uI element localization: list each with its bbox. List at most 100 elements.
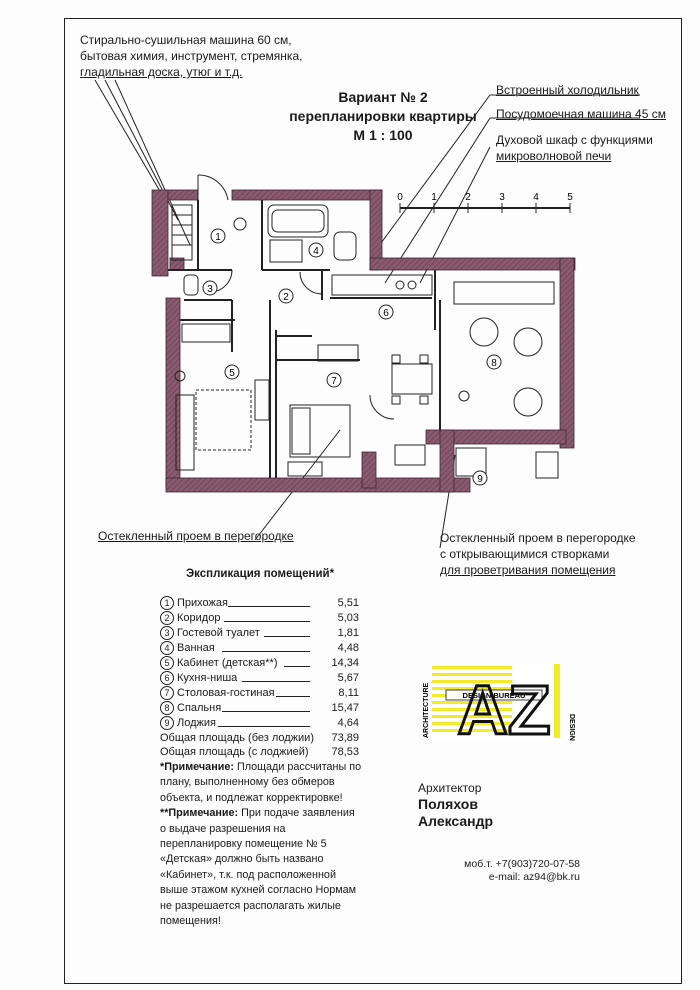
bathtub-inner bbox=[271, 209, 325, 233]
room-marker bbox=[472, 470, 488, 486]
lamp bbox=[458, 390, 470, 402]
remark-line: «Кабинет», т.к. под расположенной bbox=[160, 868, 365, 883]
sofa bbox=[175, 394, 195, 471]
room-number: 4 bbox=[313, 246, 319, 257]
chair bbox=[391, 354, 401, 364]
row-area: 8,11 bbox=[338, 687, 359, 699]
row-area: 5,51 bbox=[337, 597, 359, 609]
wall bbox=[439, 429, 455, 493]
explication-row: 2 Коридор 5,03 bbox=[160, 611, 365, 625]
remarks: *Примечание: Площади рассчитаны по плану… bbox=[160, 760, 365, 929]
plan-title-line: Вариант № 2 bbox=[338, 89, 428, 105]
architect-role: Архитектор bbox=[418, 781, 482, 795]
dining-table bbox=[391, 363, 433, 395]
remark-line: **Примечание: При подаче заявления bbox=[160, 806, 365, 821]
row-area: 5,03 bbox=[337, 612, 359, 624]
row-name: Кухня-ниша bbox=[177, 672, 238, 684]
explication-row: 1 Прихожая 5,51 bbox=[160, 596, 365, 610]
coffee-table bbox=[469, 317, 499, 347]
remark-line: о выдаче разрешения на bbox=[160, 822, 365, 837]
explication-row: 6 Кухня-ниша 5,67 bbox=[160, 671, 365, 685]
chair bbox=[419, 354, 429, 364]
explication-row: 4 Ванная 4,48 bbox=[160, 641, 365, 655]
scale-label: 0 bbox=[397, 192, 403, 203]
row-name: Столовая-гостиная bbox=[177, 687, 275, 699]
pillows bbox=[291, 407, 311, 455]
scale-bar: 0 1 2 3 4 5 bbox=[397, 192, 573, 213]
total-label: Общая площадь (с лоджией) bbox=[160, 746, 309, 758]
remark-line: плану, выполненному без обмеров bbox=[160, 775, 365, 790]
row-number: 6 bbox=[160, 671, 174, 685]
room-number: 9 bbox=[477, 474, 483, 485]
logo-letters: AZ bbox=[457, 671, 550, 742]
hob-ring bbox=[407, 280, 417, 290]
logo-banner bbox=[445, 689, 543, 701]
remark-line: *Примечание: Площади рассчитаны по bbox=[160, 760, 365, 775]
cabinet bbox=[181, 323, 231, 343]
email: e-mail: az94@bk.ru bbox=[488, 871, 580, 883]
remark-line: не разрешается располагать жилые bbox=[160, 899, 365, 914]
remark-line: перепланировку помещение № 5 bbox=[160, 837, 365, 852]
sofa bbox=[453, 281, 555, 305]
row-number: 1 bbox=[160, 596, 174, 610]
row-name: Кабинет (детская**) bbox=[177, 657, 278, 669]
leader-line bbox=[369, 94, 491, 259]
wall bbox=[559, 257, 575, 449]
remark-text: При подаче заявления bbox=[238, 807, 355, 820]
remark-text: Площади рассчитаны по bbox=[233, 761, 362, 773]
scale-label: 2 bbox=[465, 192, 471, 203]
wall bbox=[369, 257, 576, 271]
row-underline bbox=[284, 666, 310, 667]
row-number: 9 bbox=[160, 716, 174, 730]
remark-text: о выдаче разрешения на bbox=[160, 822, 286, 835]
scale-label: 4 bbox=[533, 192, 539, 203]
bench bbox=[287, 461, 323, 477]
remark-text: объекта, и подлежат корректировке! bbox=[160, 791, 343, 804]
room-number: 3 bbox=[207, 284, 213, 295]
explication-row: 9 Лоджия 4,64 bbox=[160, 716, 365, 730]
side-table bbox=[394, 444, 426, 466]
architect-name-line: Поляхов bbox=[418, 796, 478, 812]
wall bbox=[361, 451, 377, 489]
remark-text: не разрешается располагать жилые bbox=[160, 899, 341, 912]
total-area: 78,53 bbox=[331, 746, 359, 758]
plan-title-line: М 1 : 100 bbox=[353, 127, 413, 143]
room-number: 8 bbox=[491, 358, 497, 369]
row-underline bbox=[222, 651, 310, 652]
armchair bbox=[513, 327, 543, 357]
row-underline bbox=[224, 621, 310, 622]
room-marker bbox=[224, 364, 240, 380]
remark-line: «Детская» должно быть названо bbox=[160, 852, 365, 867]
washer-note: Стирально-сушильная машина 60 см, бытова… bbox=[80, 32, 302, 80]
row-area: 14,34 bbox=[331, 657, 359, 669]
row-number: 7 bbox=[160, 686, 174, 700]
wardrobe bbox=[317, 344, 359, 362]
chair bbox=[419, 395, 429, 405]
wall bbox=[231, 189, 383, 201]
closet bbox=[171, 204, 193, 261]
explication-row: 7 Столовая-гостиная 8,11 bbox=[160, 686, 365, 700]
kitchen-counter bbox=[331, 274, 433, 296]
contacts: моб.т. +7(903)720-07-58 e-mail: az94@bk.… bbox=[448, 858, 580, 884]
row-name: Спальня bbox=[177, 702, 222, 714]
explication-row: 5 Кабинет (детская**) 14,34 bbox=[160, 656, 365, 670]
washbasin bbox=[269, 239, 303, 263]
room-number: 1 bbox=[215, 232, 221, 243]
remark-text: «Детская» должно быть названо bbox=[160, 853, 324, 866]
remark-text: выше этажом кухней согласно Нормам bbox=[160, 884, 357, 897]
row-number: 3 bbox=[160, 626, 174, 640]
desk bbox=[254, 379, 270, 421]
armchair bbox=[513, 387, 543, 417]
row-underline bbox=[222, 711, 310, 712]
leader-line bbox=[384, 117, 491, 284]
door-swing bbox=[369, 394, 395, 420]
remark-text: «Кабинет», т.к. под расположенной bbox=[160, 868, 336, 881]
room-marker bbox=[326, 372, 342, 388]
glass-partition-vent-note: Остекленный проем в перегородке с открыв… bbox=[440, 530, 636, 578]
entry-door-swing bbox=[197, 174, 229, 201]
washer-note-line: гладильная доска, утюг и т.д. bbox=[80, 65, 243, 79]
fridge-note: Встроенный холодильник bbox=[496, 83, 639, 97]
row-number: 4 bbox=[160, 641, 174, 655]
plan-title-line: перепланировки квартиры bbox=[289, 108, 477, 124]
total-without-loggia: Общая площадь (без лоджии) 73,89 bbox=[160, 731, 365, 745]
